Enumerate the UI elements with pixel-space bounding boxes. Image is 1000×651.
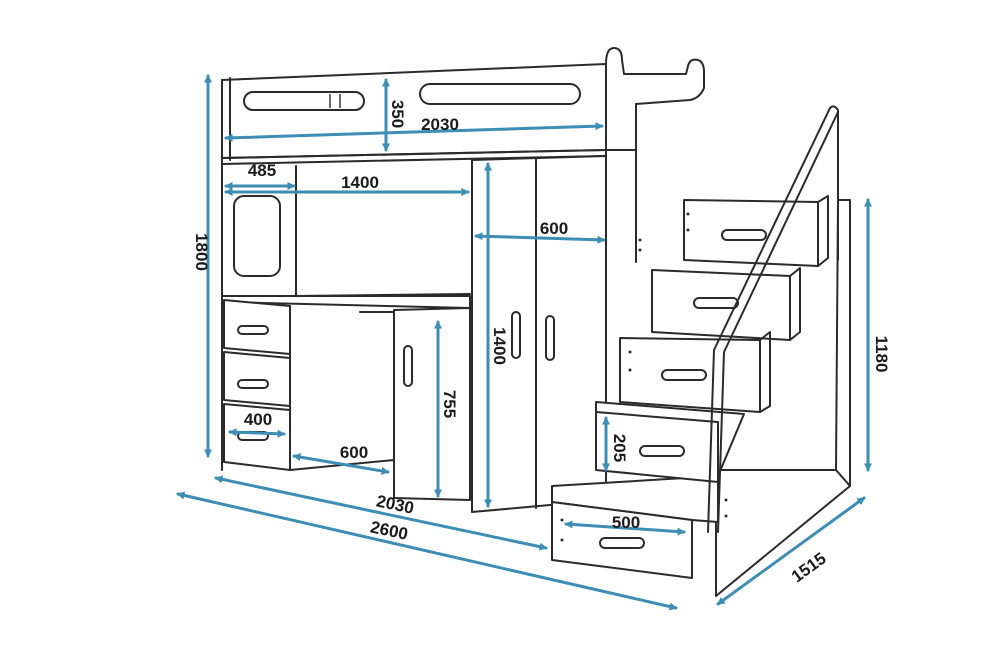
label-bed-length: 2030 bbox=[421, 115, 459, 134]
dimension-labels: 1800 350 2030 485 1400 600 1400 400 755 … bbox=[192, 100, 891, 587]
arrow-drawer-width bbox=[228, 428, 286, 438]
label-desk-depth: 600 bbox=[340, 443, 368, 462]
label-stairs-height: 1180 bbox=[872, 336, 891, 373]
label-drawer-width: 400 bbox=[244, 410, 272, 429]
label-wardrobe-height: 1400 bbox=[490, 327, 509, 365]
label-desk-side-width: 485 bbox=[248, 161, 276, 180]
label-overall-height: 1800 bbox=[192, 233, 211, 271]
arrow-wardrobe-width bbox=[474, 232, 606, 244]
arrow-desk-depth bbox=[292, 453, 390, 475]
arrow-total-depth bbox=[716, 496, 866, 606]
label-total-depth: 1515 bbox=[788, 549, 830, 587]
label-top-rail-height: 350 bbox=[388, 100, 407, 128]
label-cabinet-height: 755 bbox=[440, 390, 459, 418]
label-wardrobe-width: 600 bbox=[540, 219, 568, 238]
arrow-step-width bbox=[564, 520, 686, 536]
arrow-total-length bbox=[176, 491, 678, 611]
bed-frame-drawing bbox=[221, 47, 851, 597]
label-desk-width: 1400 bbox=[341, 173, 379, 192]
label-step-height: 205 bbox=[610, 434, 629, 462]
arrow-bed-length bbox=[224, 122, 604, 142]
label-step-width: 500 bbox=[612, 513, 640, 532]
dimension-arrows bbox=[176, 74, 872, 611]
